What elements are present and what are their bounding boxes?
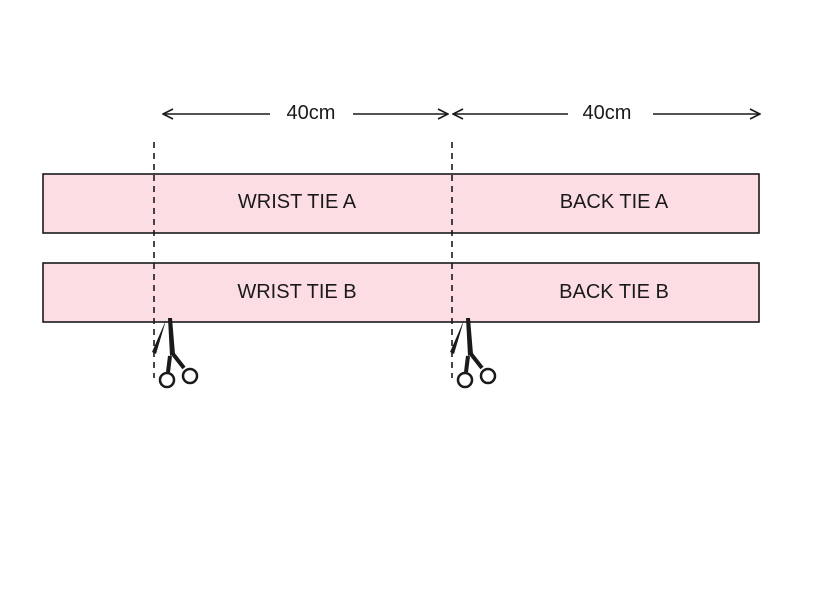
wrist-tie-b-label: WRIST TIE B — [237, 281, 356, 303]
fabric-strip-b: WRIST TIE B BACK TIE B — [42, 262, 760, 323]
wrist-tie-a-label: WRIST TIE A — [238, 191, 357, 213]
scissors-icon — [150, 316, 199, 389]
back-tie-a-label: BACK TIE A — [560, 191, 669, 213]
dimension-label-back: 40cm — [583, 102, 632, 124]
scissors-icon — [448, 316, 497, 389]
back-tie-b-label: BACK TIE B — [559, 281, 669, 303]
dimension-row: 40cm 40cm — [163, 102, 760, 124]
fabric-strip-a: WRIST TIE A BACK TIE A — [42, 173, 760, 234]
dimension-label-wrist: 40cm — [287, 102, 336, 124]
dimension-wrist-tie: 40cm — [163, 102, 448, 124]
strip-a-outline — [42, 173, 760, 234]
dimension-back-tie: 40cm — [453, 102, 760, 124]
strip-b-outline — [42, 262, 760, 323]
